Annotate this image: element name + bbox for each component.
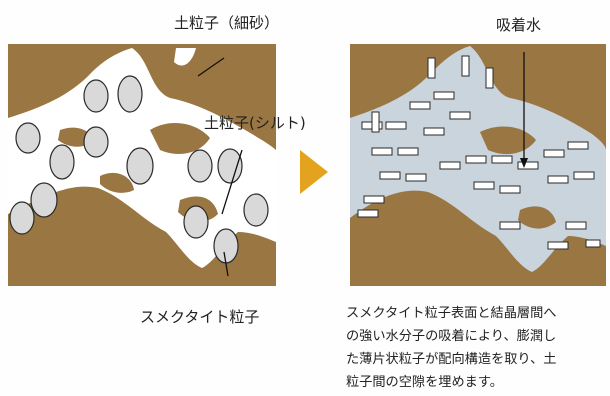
after-panel xyxy=(350,44,606,286)
smectite-particle xyxy=(83,126,109,158)
transition-arrow xyxy=(300,150,328,194)
plate-particle xyxy=(565,221,587,230)
smectite-particle xyxy=(30,182,58,218)
plate-particle xyxy=(427,57,436,79)
smectite-particle xyxy=(213,228,239,264)
plate-particle-group xyxy=(357,55,601,250)
plate-particle xyxy=(465,155,487,164)
plate-particle xyxy=(499,185,521,194)
label-smectite-particle: スメクタイト粒子 xyxy=(140,308,260,326)
smectite-particle xyxy=(217,148,243,184)
plate-particle xyxy=(461,55,470,77)
plate-particle xyxy=(371,147,393,156)
soil-island xyxy=(518,206,556,229)
plate-particle xyxy=(379,171,401,180)
plate-particle xyxy=(405,173,427,182)
description-line: の強い水分子の吸着により、膨潤し xyxy=(346,329,557,344)
smectite-particle xyxy=(187,149,213,183)
description-line: た薄片状粒子が配向構造を取り、土 xyxy=(346,352,557,367)
plate-particle xyxy=(573,171,595,180)
before-panel xyxy=(8,44,276,286)
smectite-particle xyxy=(49,144,75,180)
smectite-particle xyxy=(243,193,269,227)
smectite-particle xyxy=(183,205,209,239)
smectite-particle xyxy=(83,79,109,113)
soil-island xyxy=(100,172,134,193)
smectite-particle-group xyxy=(9,75,269,264)
plate-particle xyxy=(499,221,521,230)
plate-particle xyxy=(491,155,513,164)
plate-particle xyxy=(439,161,461,170)
label-soil-silt: 土粒子(シルト) xyxy=(204,114,306,132)
description-line: スメクタイト粒子表面と結晶層間へ xyxy=(346,306,557,321)
plate-particle xyxy=(517,161,539,170)
plate-particle xyxy=(397,147,419,156)
soil-island xyxy=(480,126,536,155)
plate-particle xyxy=(547,241,569,250)
plate-particle xyxy=(473,181,495,190)
plate-particle xyxy=(543,149,565,158)
plate-particle xyxy=(409,101,431,110)
plate-particle xyxy=(433,91,455,100)
smectite-particle xyxy=(15,122,41,154)
plate-particle xyxy=(485,67,494,89)
plate-particle xyxy=(385,121,407,130)
description-text: スメクタイト粒子表面と結晶層間へ の強い水分子の吸着により、膨潤し た薄片状粒子… xyxy=(346,302,608,394)
plate-particle xyxy=(449,111,471,120)
plate-particle xyxy=(357,209,379,218)
plate-particle xyxy=(371,111,380,133)
pointer-arrowhead xyxy=(520,158,528,168)
plate-particle xyxy=(363,195,385,204)
smectite-particle xyxy=(117,75,143,113)
pointer-line xyxy=(197,57,225,77)
smectite-particle xyxy=(9,201,35,235)
label-soil-fine-sand: 土粒子（細砂） xyxy=(174,14,280,32)
soil-island xyxy=(150,123,210,154)
smectite-particle xyxy=(126,147,154,185)
plate-particle xyxy=(567,141,589,150)
pointer-line xyxy=(223,251,229,277)
pointer-line xyxy=(221,149,243,215)
description-line: 粒子間の空隙を埋めます。 xyxy=(346,375,503,390)
plate-particle xyxy=(547,175,569,184)
plate-particle xyxy=(423,127,445,136)
plate-particle xyxy=(585,239,601,248)
label-adsorbed-water: 吸着水 xyxy=(496,16,542,34)
